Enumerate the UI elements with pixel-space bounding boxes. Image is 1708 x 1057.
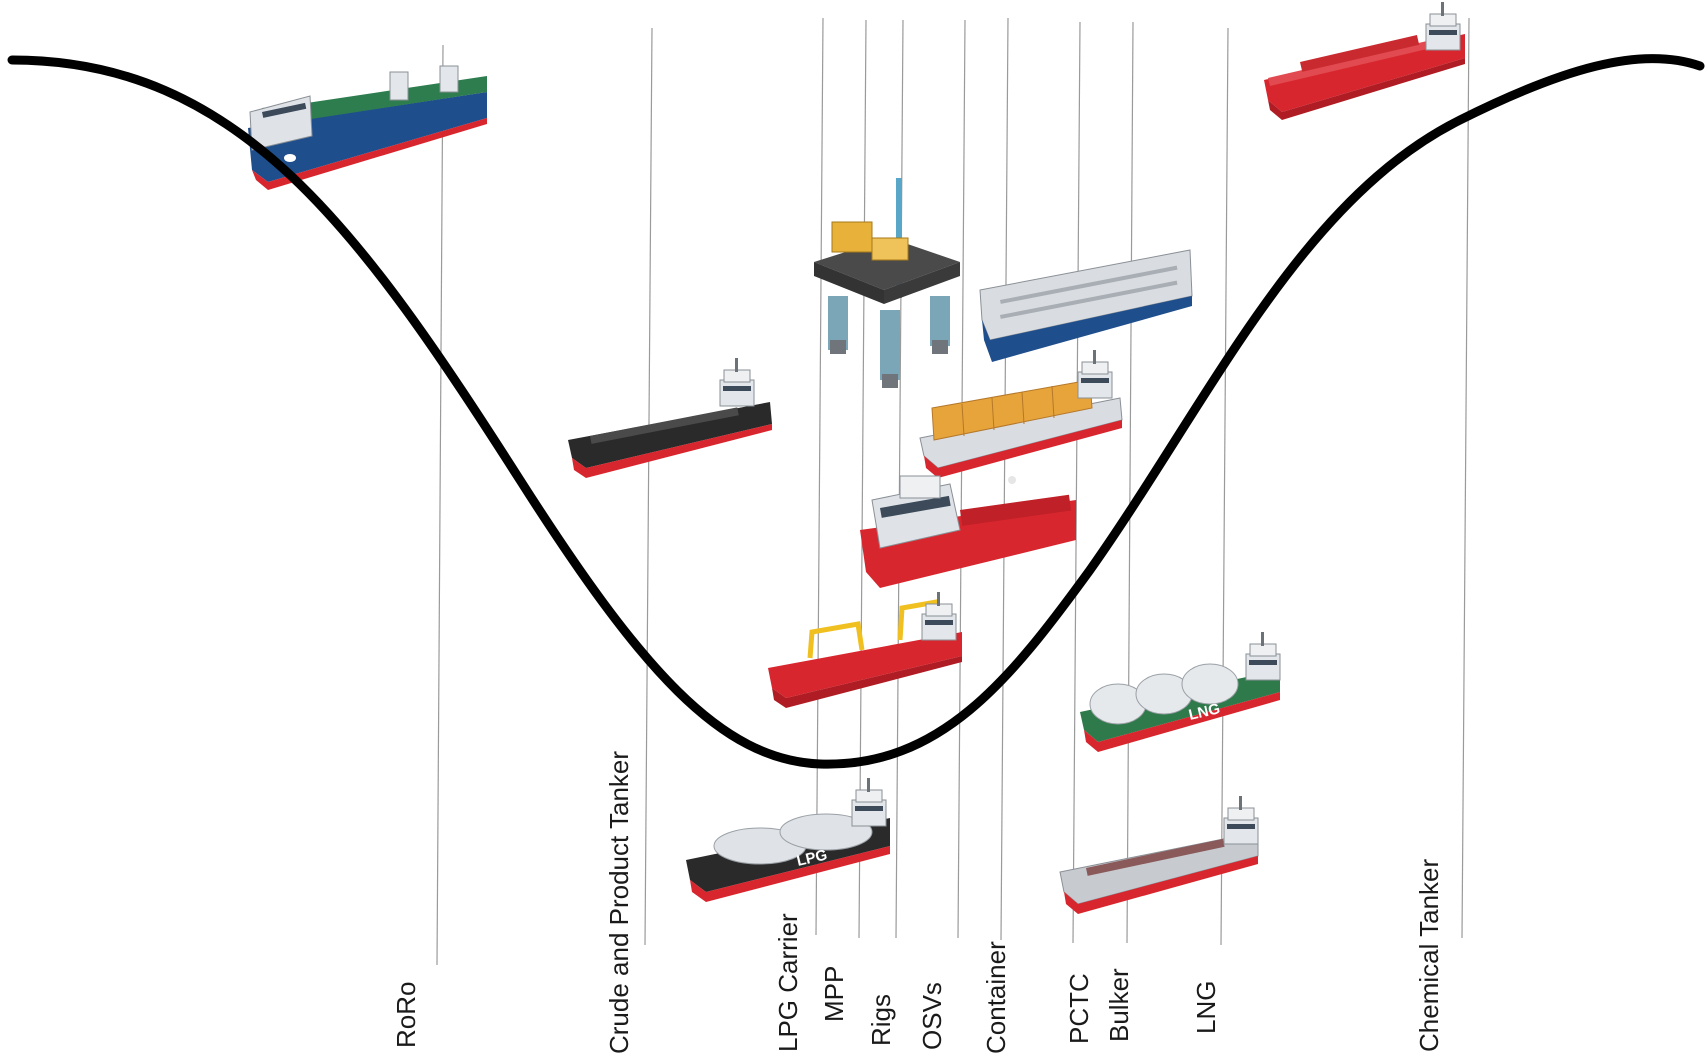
label-lpg-carrier: LPG Carrier xyxy=(773,913,803,1052)
lpg-ship-icon: LPG xyxy=(686,777,890,902)
guide-line-crude-tanker xyxy=(644,27,653,946)
guide-line-chemical-tanker xyxy=(1461,17,1470,939)
label-roro: RoRo xyxy=(391,982,421,1048)
guide-line-lpg-carrier xyxy=(815,17,824,936)
label-crude-tanker: Crude and Product Tanker xyxy=(604,751,634,1054)
rig-icon xyxy=(814,178,960,388)
guide-line-lng xyxy=(1220,27,1229,946)
cycle-curve xyxy=(7,54,1705,769)
guide-line-pctc xyxy=(1072,21,1081,944)
crude-tanker-ship-icon xyxy=(568,357,772,478)
guide-lines xyxy=(436,17,1470,966)
label-mpp: MPP xyxy=(819,966,849,1022)
guide-line-mpp xyxy=(858,19,867,939)
guide-line-bulker xyxy=(1126,21,1134,944)
guide-line-container xyxy=(1000,17,1009,941)
label-bulker: Bulker xyxy=(1104,968,1134,1042)
chemical-tanker-ship-icon xyxy=(1264,1,1465,120)
labels: RoRo Crude and Product Tanker LPG Carrie… xyxy=(391,751,1444,1054)
label-chemical-tanker: Chemical Tanker xyxy=(1414,858,1444,1052)
container-ship-icon xyxy=(919,349,1123,478)
lng-ship-icon: LNG xyxy=(1080,631,1281,752)
guide-line-roro xyxy=(436,44,444,966)
guide-line-osvs xyxy=(957,19,966,939)
label-lng: LNG xyxy=(1191,981,1221,1034)
pctc-ship-icon xyxy=(979,249,1193,362)
label-container: Container xyxy=(981,941,1011,1054)
lng-hull-marking: LNG xyxy=(1187,700,1222,724)
label-rigs: Rigs xyxy=(866,994,896,1046)
lpg-hull-marking: LPG xyxy=(795,846,829,870)
osv-ship-icon xyxy=(860,475,1076,588)
bulker-ship-icon xyxy=(1059,795,1259,914)
mpp-ship-icon xyxy=(768,591,962,708)
roro-ship-icon xyxy=(248,65,487,190)
label-pctc: PCTC xyxy=(1064,973,1094,1044)
label-osvs: OSVs xyxy=(917,982,947,1050)
